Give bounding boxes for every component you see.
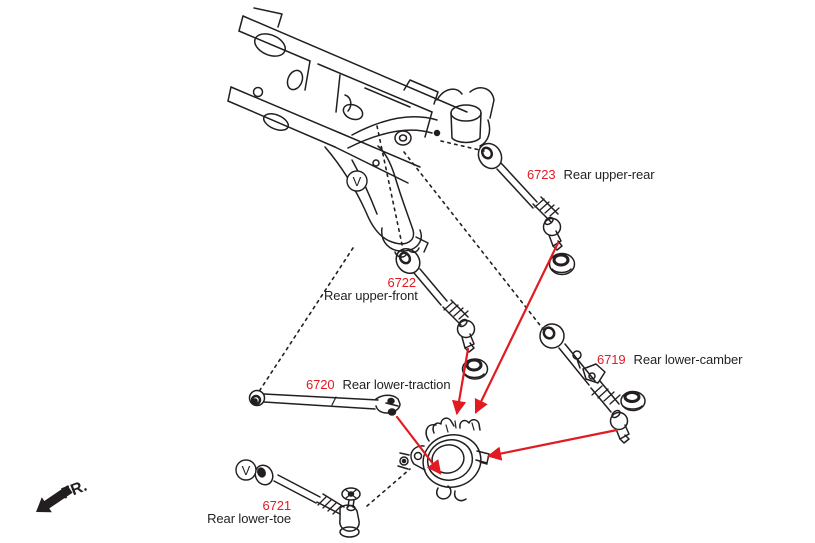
arrow-6720-to-knuckle (395, 415, 442, 475)
bushing-eye (539, 323, 565, 349)
adjuster-coil (532, 196, 560, 223)
leader-to-6722 (376, 125, 405, 255)
thread-section (316, 493, 345, 515)
fr-direction-indicator: FR. (36, 478, 90, 513)
bushing-eye (395, 247, 421, 275)
leader-toe-to-knuckle (366, 468, 411, 507)
bushing-donut (461, 358, 489, 380)
leader-lines (259, 125, 544, 507)
part-label-6722: 6722 Rear upper-front (324, 275, 418, 303)
arm-6721-rear-lower-toe (254, 464, 361, 538)
arm-6722-rear-upper-front (395, 247, 489, 380)
rod (273, 474, 321, 504)
part-number: 6723 (527, 167, 556, 182)
arrow-6722-to-knuckle (452, 347, 470, 416)
rod (413, 268, 448, 306)
part-name: Rear lower-toe (207, 511, 291, 526)
knuckle-drawing (397, 417, 490, 502)
bushing-eye (248, 389, 266, 407)
arrow-6719-to-knuckle (486, 428, 619, 461)
ball-joint (456, 318, 476, 353)
adjuster-coil (590, 380, 621, 413)
part-name: Rear lower-camber (633, 352, 743, 367)
part-label-6719: 6719 Rear lower-camber (597, 353, 742, 366)
bottom-ears (436, 485, 467, 502)
bushing-eye (477, 142, 503, 170)
left-bracket (397, 445, 426, 471)
bushing-donut (620, 390, 646, 412)
part-name: Rear upper-rear (563, 167, 655, 182)
part-label-6723: 6723 Rear upper-rear (527, 168, 655, 181)
leader-to-6723 (440, 140, 485, 152)
rod (496, 162, 538, 209)
ball-joint (609, 409, 630, 444)
arrow-6723-to-knuckle (474, 241, 560, 414)
rod (263, 393, 379, 410)
leader-to-6719 (403, 151, 544, 330)
view-marker-letter: V (353, 174, 362, 189)
adjuster-coil (442, 299, 469, 326)
bushing-donut (548, 252, 576, 276)
part-label-6720: 6720 Rear lower-traction (306, 377, 451, 392)
arm-6720-rear-lower-traction (248, 389, 401, 416)
arm-6723-rear-upper-rear (477, 142, 576, 276)
leader-to-6720 (259, 247, 354, 391)
rod (558, 343, 596, 386)
view-marker-letter: V (242, 463, 251, 478)
washer-and-nut (341, 487, 361, 512)
clevis-end (375, 394, 401, 416)
part-label-6721: 6721 Rear lower-toe (207, 499, 291, 525)
bushing-eye (254, 464, 274, 486)
right-tab (475, 450, 490, 465)
view-marker-subframe: V (346, 170, 368, 192)
ball-joint (542, 216, 563, 251)
part-number: 6719 (597, 352, 626, 367)
subframe-drawing (227, 7, 495, 258)
part-name: Rear upper-front (324, 288, 418, 303)
part-number: 6721 (262, 498, 291, 513)
assembly-arrows (395, 241, 619, 475)
part-number: 6720 (306, 377, 335, 392)
arm-6719-rear-lower-camber (539, 323, 646, 444)
fr-arrow-icon (36, 485, 73, 513)
view-marker-toe-arm: V (235, 459, 257, 481)
top-ears (432, 417, 481, 434)
part-number: 6722 (387, 275, 416, 290)
mid-bracket (572, 350, 606, 384)
part-name: Rear lower-traction (342, 377, 451, 392)
fr-label: FR. (59, 478, 89, 503)
